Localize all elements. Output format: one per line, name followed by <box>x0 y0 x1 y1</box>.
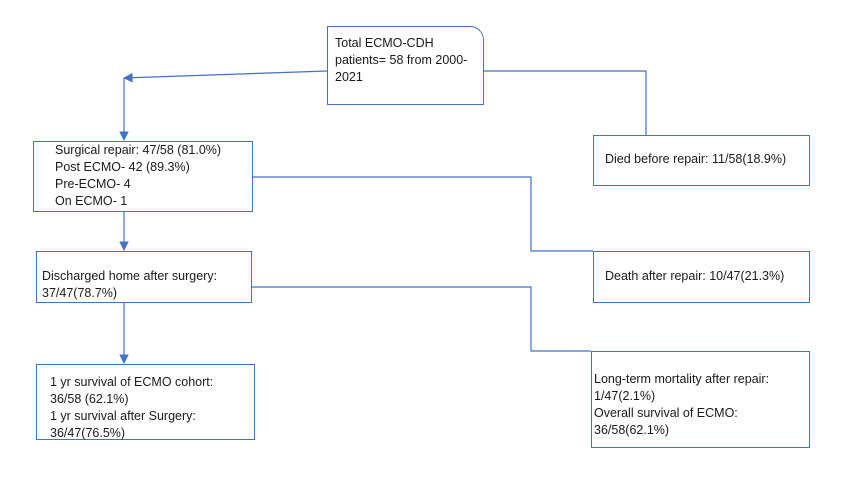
discharged-label: Discharged home after surgery: <box>42 269 218 283</box>
long-term-outcome-box: Long-term mortality after repair: 1/47(2… <box>591 351 810 448</box>
connector-discharged-to-longterm <box>252 286 591 352</box>
long-term-mortality-label: Long-term mortality after repair: <box>594 372 770 386</box>
ecmo-cohort-survival-label: 1 yr survival of ECMO cohort: <box>50 375 214 389</box>
surgical-repair-line: Surgical repair: 47/58 (81.0%) <box>55 143 222 157</box>
death-after-repair-box: Death after repair: 10/47(21.3%) <box>593 251 810 303</box>
one-year-survival-box: 1 yr survival of ECMO cohort: 36/58 (62.… <box>36 364 255 440</box>
total-patients-text: Total ECMO-CDH patients= 58 from 2000-20… <box>335 36 468 84</box>
discharged-value: 37/47(78.7%) <box>42 286 118 300</box>
total-patients-box: Total ECMO-CDH patients= 58 from 2000-20… <box>327 26 484 105</box>
on-ecmo-line: On ECMO- 1 <box>55 194 128 208</box>
overall-survival-value: 36/58(62.1%) <box>594 423 670 437</box>
post-ecmo-line: Post ECMO- 42 (89.3%) <box>55 160 190 174</box>
overall-survival-label: Overall survival of ECMO: <box>594 406 738 420</box>
long-term-mortality-value: 1/47(2.1%) <box>594 389 656 403</box>
connector-total-to-surgical <box>123 70 328 83</box>
connector-total-to-died <box>484 70 647 135</box>
surgical-repair-box: Surgical repair: 47/58 (81.0%) Post ECMO… <box>33 141 253 212</box>
surgery-survival-label: 1 yr survival after Surgery: <box>50 409 196 423</box>
discharged-home-box: Discharged home after surgery: 37/47(78.… <box>36 251 252 303</box>
connector-surgical-to-death <box>253 176 593 252</box>
ecmo-cohort-survival-value: 36/58 (62.1%) <box>50 392 129 406</box>
pre-ecmo-line: Pre-ECMO- 4 <box>55 177 131 191</box>
surgery-survival-value: 36/47(76.5%) <box>50 426 126 440</box>
died-before-repair-text: Died before repair: 11/58(18.9%) <box>605 152 787 166</box>
death-after-repair-text: Death after repair: 10/47(21.3%) <box>605 269 785 283</box>
died-before-repair-box: Died before repair: 11/58(18.9%) <box>593 135 810 186</box>
